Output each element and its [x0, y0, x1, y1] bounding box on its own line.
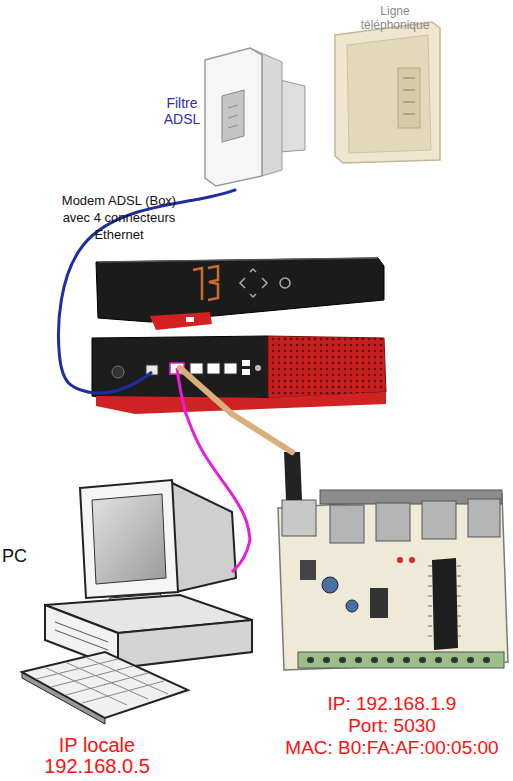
- ip-address: IP locale 192.168.0.5: [36, 735, 158, 777]
- usb-port: [242, 369, 250, 375]
- relay: [376, 503, 410, 541]
- cable-stub: [232, 540, 250, 572]
- adsl-filter: [205, 48, 305, 186]
- ethernet-port: [207, 363, 220, 374]
- wall-socket: [335, 22, 440, 163]
- modem-top-unit: [96, 258, 384, 322]
- regulator: [300, 560, 316, 580]
- led: [397, 557, 403, 563]
- usb-port: [186, 317, 194, 322]
- pc-label: PC: [2, 545, 42, 567]
- drive-slot: [55, 622, 108, 650]
- modem-zone: Modem ADSL (Box) avec 4 connecteurs Ethe…: [88, 250, 388, 414]
- rj45-jack: [282, 500, 316, 536]
- terminal-block: [298, 652, 504, 668]
- socket-slot-lines: [403, 78, 415, 114]
- power-knob: [112, 366, 124, 378]
- capacitor: [346, 600, 358, 612]
- monitor-front: [80, 480, 178, 598]
- filter-socket: [222, 90, 244, 142]
- ip-address: IP: 192.168.1.9: [272, 693, 512, 714]
- monitor-side: [170, 482, 236, 592]
- cable-stub: [180, 368, 232, 414]
- modem-label: Modem ADSL (Box) avec 4 connecteurs Ethe…: [57, 192, 181, 243]
- modem-logo: [193, 266, 218, 300]
- ethernet-cable: [232, 414, 292, 452]
- pc-computer: [22, 480, 252, 724]
- relay: [468, 499, 500, 537]
- modem-controls: [240, 269, 267, 297]
- modem-red-base: [96, 392, 386, 414]
- modem-button: [280, 278, 290, 288]
- microcontroller: [432, 558, 458, 650]
- relay-board: [278, 452, 508, 670]
- cable-stub: [177, 368, 186, 414]
- modem-top-edge: [98, 258, 378, 262]
- monitor-screen: [92, 494, 166, 584]
- keyboard: [22, 652, 188, 718]
- mac-address: MAC: B0:FA:AF:00:05:00: [272, 737, 512, 758]
- case-side: [118, 620, 252, 668]
- socket-face: [347, 35, 431, 153]
- ethernet-port: [190, 363, 203, 374]
- capacitor: [322, 577, 338, 593]
- modem-base: [92, 336, 268, 404]
- wall-socket-zone: Ligne téléphonique: [330, 20, 442, 165]
- relay: [330, 505, 364, 543]
- socket-label: Ligne téléphonique: [350, 4, 440, 32]
- board-zone: IP: 192.168.1.9Port: 5030MAC: B0:FA:AF:0…: [272, 452, 512, 670]
- socket-plate: [335, 22, 440, 163]
- ethernet-cable: [186, 414, 250, 540]
- small-chip: [370, 588, 388, 618]
- keyboard-keys: [36, 657, 168, 705]
- port-number: Port: 5030: [272, 715, 512, 736]
- rj45-plug: [284, 452, 302, 500]
- filter-socket-lines: [228, 105, 238, 128]
- terminal-screws: [310, 657, 487, 663]
- ethernet-port: [170, 363, 184, 374]
- cable-stub: [88, 372, 152, 393]
- adsl-port: [146, 365, 158, 375]
- modem-red-panel: [268, 336, 386, 398]
- usb-port: [242, 360, 250, 366]
- modem-foot: [150, 312, 212, 330]
- led: [409, 557, 415, 563]
- chip-pins: [428, 566, 461, 636]
- filter-zone: Filtre ADSL: [203, 45, 303, 190]
- jack-port: [255, 365, 261, 371]
- filter-plug: [280, 80, 305, 152]
- adsl-modem: [92, 258, 386, 414]
- filter-label: Filtre ADSL: [155, 95, 209, 127]
- socket-slot: [398, 68, 420, 128]
- connector-group: [59, 190, 292, 540]
- relay: [422, 501, 456, 539]
- pcb: [278, 494, 508, 670]
- pc-zone: PCIP locale 192.168.0.5: [10, 468, 250, 723]
- ethernet-port: [224, 363, 237, 374]
- filter-body: [205, 48, 262, 186]
